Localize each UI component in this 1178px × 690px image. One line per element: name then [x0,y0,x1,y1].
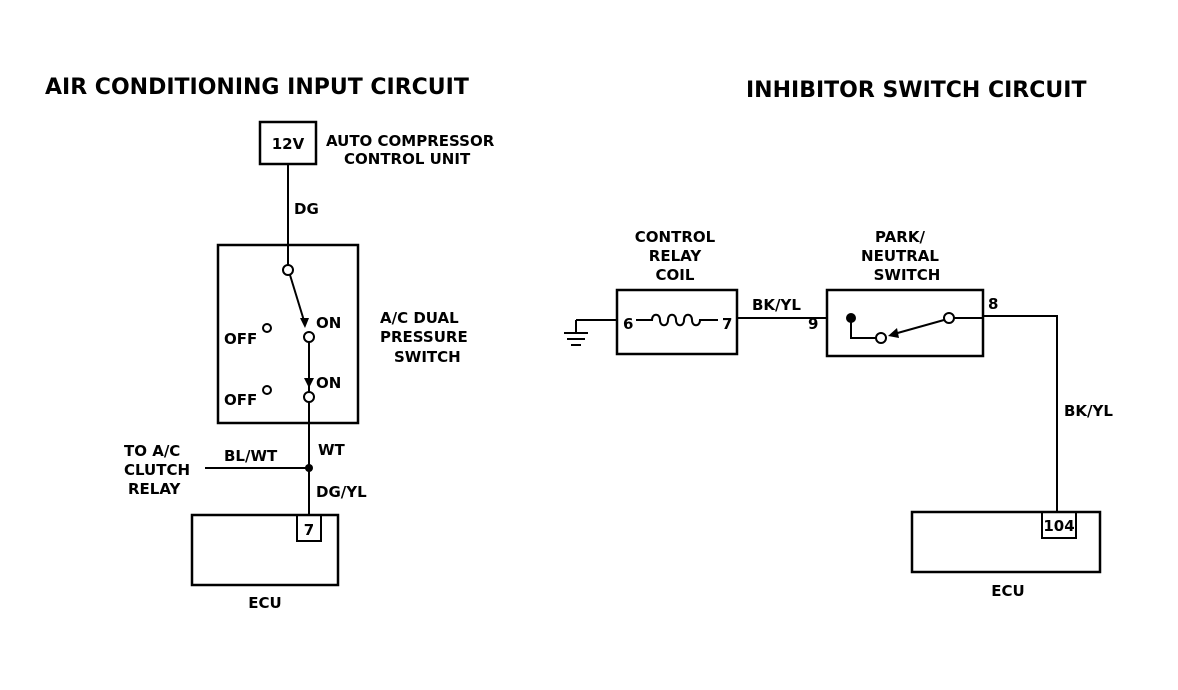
wire-relay-to-switch-label: BK/YL [752,296,801,314]
supply-label-line2: CONTROL UNIT [344,150,471,168]
right-ecu-label: ECU [991,582,1024,600]
park-neutral-switch-box [825,288,985,358]
switch-label-line3: SWITCH [874,266,941,284]
clutch-relay-line2: CLUTCH [124,461,190,479]
switch-label-line2: NEUTRAL [861,247,939,265]
wire-switch-to-ecu [983,315,1058,512]
left-ecu-pin-box [296,514,322,542]
switch-common-terminal [282,264,294,276]
relay-pin-right: 7 [722,315,732,333]
switch-pivot-terminal [943,312,955,324]
wire-bl-wt-label: BL/WT [224,447,278,465]
right-circuit-title: INHIBITOR SWITCH CIRCUIT [746,78,1086,103]
wire-wt-label: WT [318,441,346,459]
relay-label-line3: COIL [656,266,695,284]
ground-icon [564,320,588,346]
switch-contact-1 [289,274,306,325]
switch-contact-terminal [875,332,887,344]
left-ecu-pin: 7 [304,521,314,539]
supply-label-line1: AUTO COMPRESSOR [326,132,495,150]
relay-label-line1: CONTROL [635,228,716,246]
relay-box [615,288,739,356]
right-ecu-box [910,510,1102,574]
left-circuit-title: AIR CONDITIONING INPUT CIRCUIT [45,75,469,100]
switch-internal-wire [850,318,876,339]
pressure-switch-label-line1: A/C DUAL [380,309,459,327]
switch-pin-right: 8 [988,295,998,313]
switch-blade-arrow [888,328,899,338]
switch-off-label-1: OFF [224,330,257,348]
switch-off-label-2: OFF [224,391,257,409]
switch-blade [893,319,945,335]
clutch-relay-line3: RELAY [128,480,182,498]
pressure-switch-label-line3: SWITCH [394,348,461,366]
wire-dg-label: DG [294,200,319,218]
switch-contact-2-arrow [304,378,314,388]
pressure-switch-box [216,243,360,425]
relay-label-line2: RELAY [649,247,703,265]
relay-coil-icon [636,313,718,327]
switch-pin-left: 9 [808,315,818,333]
switch-off-terminal-1 [262,323,272,333]
relay-pin-left: 6 [623,315,633,333]
switch-off-terminal-2 [262,385,272,395]
left-ecu-box [190,513,340,587]
switch-contact-1-arrow [300,318,309,328]
switch-label-line1: PARK/ [875,228,925,246]
right-ecu-pin: 104 [1043,517,1074,535]
switch-on-terminal-2 [303,391,315,403]
pressure-switch-label-line2: PRESSURE [380,328,468,346]
wire-dg-yl-label: DG/YL [316,483,367,501]
supply-box [258,120,318,166]
switch-on-label-2: ON [316,374,341,392]
switch-on-label-1: ON [316,314,341,332]
switch-on-terminal-1 [303,331,315,343]
right-ecu-pin-box [1041,511,1077,539]
clutch-relay-line1: TO A/C [124,442,180,460]
left-ecu-label: ECU [248,594,281,612]
supply-voltage: 12V [272,135,305,153]
wire-switch-to-ecu-label: BK/YL [1064,402,1113,420]
